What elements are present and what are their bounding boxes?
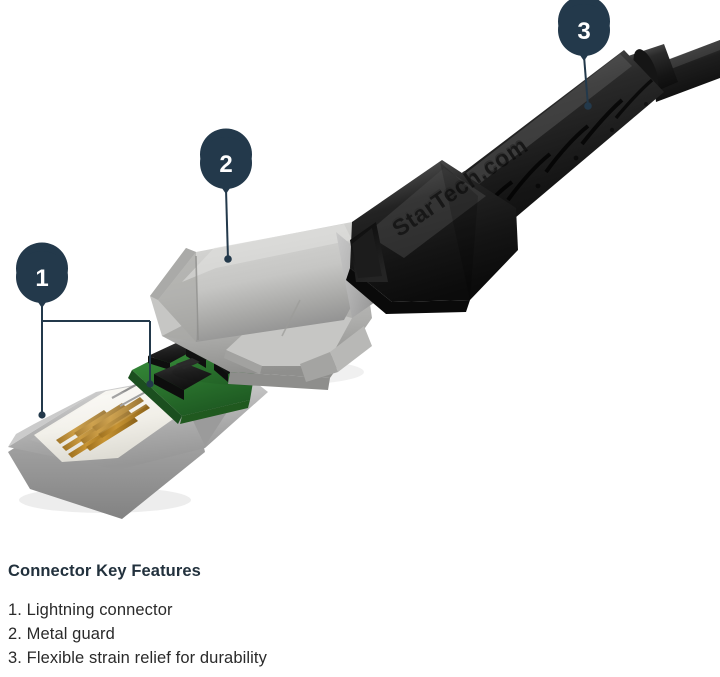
strain-relief-highlight: [444, 54, 632, 202]
strain-relief-dimple: [609, 127, 615, 133]
pcb-chip-side: [148, 356, 170, 370]
strain-relief-part: StarTech.com StarTech.com: [346, 40, 720, 314]
callout-2-leader: [225, 188, 229, 260]
strain-relief-dimple: [573, 155, 579, 161]
strain-relief-rib: [544, 124, 590, 174]
strain-relief-dimple: [644, 102, 648, 106]
guard-tray-edge: [224, 350, 262, 374]
strain-relief-rib: [580, 98, 624, 146]
pcb-board-edge: [128, 370, 182, 424]
contact-pin: [86, 417, 138, 451]
callout-2-number: 2: [219, 151, 232, 178]
key-feature-item-3: 3. Flexible strain relief for durability: [8, 649, 267, 667]
callout-badge-1[interactable]: 1: [16, 242, 68, 308]
pcb-chip-side: [154, 374, 184, 400]
callout-3-number: 3: [577, 18, 590, 45]
exploded-connector-illustration: StarTech.com StarTech.com: [8, 0, 720, 519]
connector-key-features-block: Connector Key Features 1. Lightning conn…: [0, 535, 720, 677]
callout-3-endpoint: [584, 102, 592, 110]
connector-artwork-svg: StarTech.com StarTech.com: [8, 0, 720, 519]
strain-relief-dimple: [535, 183, 541, 189]
strain-relief-rib: [506, 152, 552, 202]
pcb-chip-side: [186, 348, 206, 368]
callout-1-endpoint-a: [38, 411, 46, 419]
key-feature-item-1: 1. Lightning connector: [8, 601, 173, 619]
strain-relief-rib: [614, 78, 654, 120]
guard-seam: [281, 299, 301, 337]
pcb-chip: [148, 343, 196, 363]
housing-cavity-inner: [352, 228, 382, 278]
contact-pin: [98, 404, 150, 438]
callout-2-endpoint: [224, 255, 232, 263]
callout-2-circle: [200, 137, 252, 189]
guard-tab: [330, 326, 372, 372]
connector-housing: [350, 160, 518, 302]
callout-1-number: 1: [35, 265, 48, 292]
callout-1-endpoint-b: [146, 380, 154, 388]
guard-left-face: [150, 248, 196, 342]
guard-seam: [195, 255, 199, 341]
cable-highlight: [656, 40, 720, 74]
connector-highlight: [30, 382, 180, 452]
callout-3-circle: [558, 4, 610, 56]
connector-tip-bevel: [8, 392, 96, 447]
guard-tab-side: [300, 352, 338, 382]
pcb-board-edge: [180, 400, 250, 424]
pcb-chip: [154, 362, 212, 390]
callout-badge-2[interactable]: 2: [200, 128, 253, 194]
pcb-chip: [176, 358, 200, 369]
guard-top-highlight: [182, 224, 352, 282]
callout-3-leader: [583, 55, 589, 107]
housing-seam: [440, 162, 478, 300]
key-feature-item-2: 2. Metal guard: [8, 625, 115, 643]
key-features-heading: Connector Key Features: [8, 562, 201, 580]
housing-top-highlight: [366, 168, 486, 258]
pcb-chip-side: [214, 362, 228, 382]
callout-leaders-group: [38, 55, 592, 419]
connector-housing-underside: [346, 268, 470, 314]
callout-badge-3[interactable]: 3: [558, 0, 610, 61]
callout-1-circle: [16, 251, 68, 303]
